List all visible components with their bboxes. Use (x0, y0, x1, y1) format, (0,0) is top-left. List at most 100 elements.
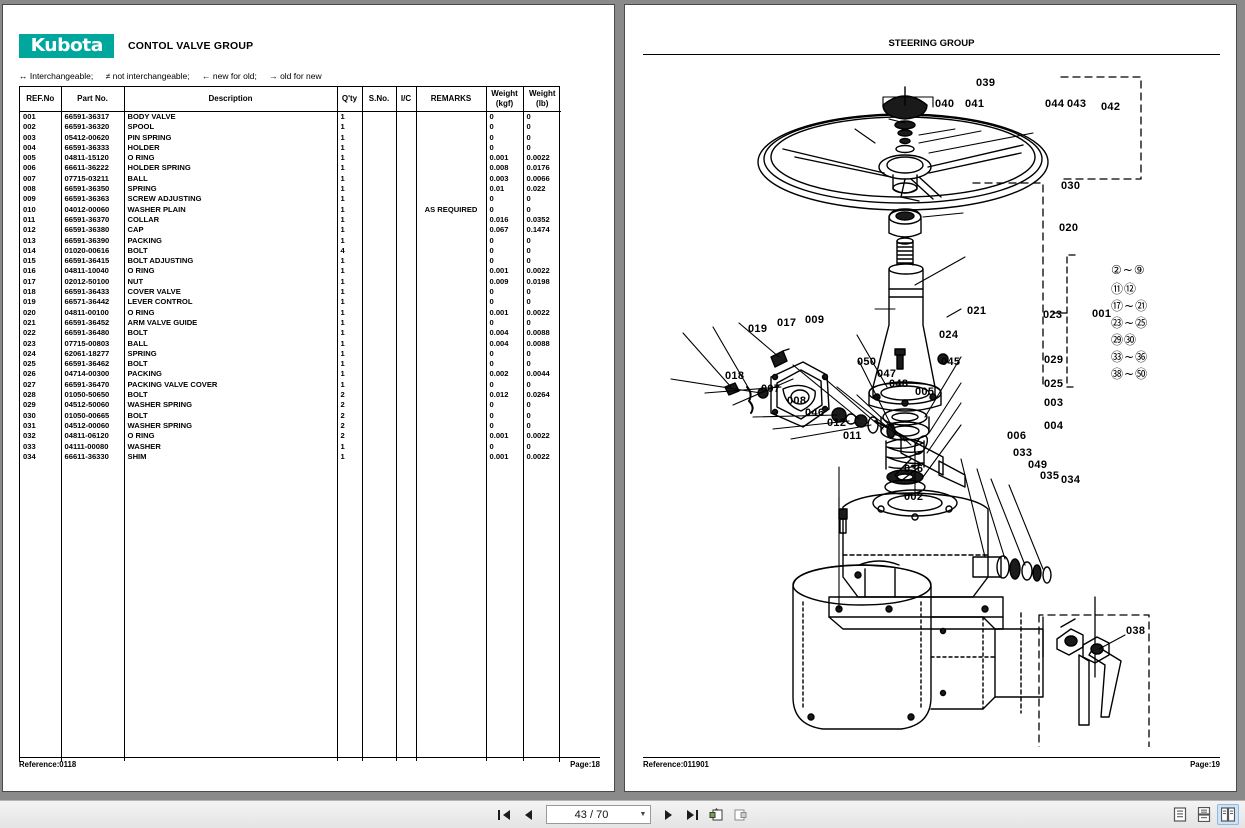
cell-partno: 66611-36330 (60, 451, 125, 463)
cell-sno (361, 153, 397, 164)
cell-empty (522, 698, 561, 710)
cell-empty (415, 523, 487, 535)
cell-weight-lb: 0 (522, 204, 561, 215)
cell-empty (522, 513, 561, 524)
next-page-button[interactable] (658, 805, 679, 825)
cell-empty (485, 585, 524, 596)
cell-remarks (415, 441, 487, 452)
cell-refno: 007 (20, 173, 62, 185)
table-filler-row (20, 585, 561, 596)
cell-description: SPOOL (123, 122, 338, 133)
cell-partno: 04111-00080 (60, 441, 125, 452)
cell-refno: 030 (20, 410, 62, 421)
cell-partno: 66571-36442 (60, 297, 125, 308)
cell-description: O RING (123, 431, 338, 442)
cell-empty (123, 719, 338, 730)
pdf-viewer: Kubota CONTOL VALVE GROUP ↔ Interchangea… (0, 0, 1245, 800)
cell-qty: 1 (336, 328, 363, 339)
remove-page-icon[interactable] (730, 805, 751, 825)
cell-sno (361, 132, 397, 143)
cell-sno (361, 441, 397, 452)
table-filler-row (20, 688, 561, 699)
page-number-select[interactable]: 43 / 70 ▼ (546, 805, 651, 824)
table-filler-row (20, 575, 561, 586)
header-qty: Q'ty (336, 87, 363, 112)
cell-refno: 032 (20, 431, 62, 442)
cell-empty (485, 709, 524, 720)
cell-empty (361, 657, 397, 669)
chevron-down-icon[interactable]: ▼ (639, 811, 647, 818)
cell-empty (60, 544, 125, 555)
cell-partno: 04811-15120 (60, 153, 125, 164)
cell-empty (395, 492, 417, 504)
cell-empty (336, 657, 363, 669)
cell-ic (395, 287, 417, 298)
cell-description: BALL (123, 338, 338, 349)
cell-empty (336, 740, 363, 751)
cell-empty (336, 544, 363, 555)
cell-remarks (415, 390, 487, 401)
cell-empty (395, 472, 417, 483)
add-page-icon[interactable] (706, 805, 727, 825)
facing-page-view-button[interactable] (1217, 804, 1239, 825)
table-filler-row (20, 719, 561, 730)
cell-weight-lb: 0.0022 (522, 451, 561, 463)
cell-weight-kgf: 0.008 (485, 163, 524, 174)
cell-description: SPRING (123, 184, 338, 195)
cell-empty (361, 729, 397, 741)
parts-table: REF.No Part No. Description Q'ty S.No. I… (20, 87, 561, 761)
cell-partno: 01020-00616 (60, 245, 125, 257)
cell-sno (361, 338, 397, 349)
cell-weight-lb: 0 (522, 256, 561, 267)
cell-empty (361, 740, 397, 751)
cell-empty (361, 647, 397, 658)
cell-empty (522, 719, 561, 730)
cell-refno: 013 (20, 235, 62, 246)
cell-empty (361, 698, 397, 710)
cell-empty (522, 709, 561, 720)
cell-remarks (415, 359, 487, 370)
cell-description: BOLT (123, 410, 338, 421)
cell-refno: 003 (20, 132, 62, 143)
cell-empty (361, 668, 397, 679)
cell-empty (395, 513, 417, 524)
cell-empty (20, 544, 62, 555)
single-page-view-button[interactable] (1169, 804, 1191, 825)
table-filler-row (20, 709, 561, 720)
cell-empty (123, 678, 338, 689)
cell-weight-lb: 0.0264 (522, 390, 561, 401)
cell-empty (336, 503, 363, 514)
cell-ic (395, 348, 417, 360)
cell-qty: 2 (336, 390, 363, 401)
cell-empty (20, 616, 62, 627)
cell-empty (361, 595, 397, 607)
continuous-view-button[interactable] (1193, 804, 1215, 825)
cell-description: SPRING (123, 348, 338, 360)
document-page-left[interactable]: Kubota CONTOL VALVE GROUP ↔ Interchangea… (2, 4, 615, 792)
cell-qty: 1 (336, 184, 363, 195)
cell-empty (522, 462, 561, 473)
cell-ic (395, 400, 417, 411)
previous-page-button[interactable] (518, 805, 539, 825)
cell-empty (336, 626, 363, 638)
cell-refno: 025 (20, 359, 62, 370)
cell-empty (20, 462, 62, 473)
cell-remarks (415, 328, 487, 339)
cell-weight-kgf: 0 (485, 194, 524, 205)
right-page-number: Page:19 (1190, 760, 1220, 769)
cell-empty (336, 606, 363, 617)
first-page-button[interactable] (494, 805, 515, 825)
document-page-right[interactable]: STEERING GROUP (624, 4, 1237, 792)
cell-empty (395, 698, 417, 710)
header-weight-lb: Weight (lb) (522, 87, 561, 112)
cell-remarks (415, 194, 487, 205)
cell-refno: 009 (20, 194, 62, 205)
cell-weight-kgf: 0 (485, 132, 524, 143)
cell-ic (395, 431, 417, 442)
cell-empty (336, 523, 363, 535)
last-page-button[interactable] (682, 805, 703, 825)
